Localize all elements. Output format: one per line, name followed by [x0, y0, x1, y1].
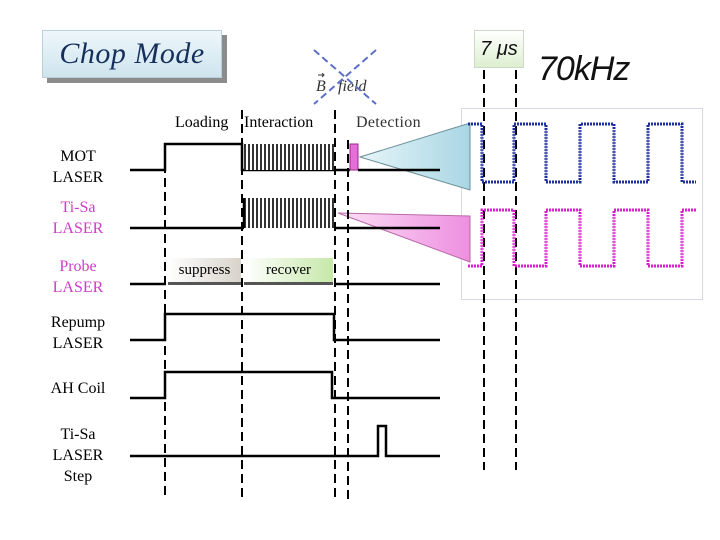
mot-laser-label-line2: LASER	[52, 169, 104, 186]
tisa-laser-waveform	[130, 198, 440, 230]
title-box: Chop Mode	[42, 30, 222, 78]
mot-laser-label: MOT LASER	[38, 146, 118, 188]
probe-laser-label-line1: Probe	[59, 258, 97, 275]
interaction-label: Interaction	[244, 114, 314, 131]
tisa-laser-label-line1: Ti-Sa	[60, 199, 96, 216]
oscilloscope-panel	[461, 108, 703, 300]
tisa-step-label-line2: LASER	[52, 447, 104, 464]
tisa-laser-label: Ti-Sa LASER	[38, 197, 118, 239]
ah-coil-waveform	[130, 370, 440, 400]
repump-laser-label: Repump LASER	[38, 312, 118, 354]
recover-box: recover	[244, 258, 333, 285]
frequency-label: 70kHz	[538, 50, 630, 88]
loading-label: Loading	[175, 114, 229, 131]
detection-pulse	[349, 143, 359, 171]
repump-laser-label-line2: LASER	[52, 335, 104, 352]
pink-zoom-wedge	[337, 212, 471, 263]
mot-chop-hatch	[244, 144, 334, 170]
tisa-step-label-line1: Ti-Sa	[60, 426, 96, 443]
mot-laser-label-line1: MOT	[60, 148, 96, 165]
mot-laser-waveform	[130, 142, 440, 172]
tisa-laser-label-line2: LASER	[52, 220, 104, 237]
cyan-zoom-wedge	[358, 122, 471, 191]
probe-laser-label: Probe LASER	[38, 256, 118, 298]
cross-out-icon	[313, 49, 377, 105]
tisa-step-label: Ti-Sa LASER Step	[38, 424, 118, 487]
b-field-symbol: B	[316, 78, 326, 95]
detection-label: Detection	[356, 114, 421, 131]
scope-blue-trace	[468, 122, 696, 184]
tisa-step-waveform	[130, 424, 440, 458]
page-title: Chop Mode	[59, 37, 205, 70]
suppress-box: suppress	[168, 258, 241, 285]
repump-laser-waveform	[130, 312, 440, 342]
scope-magenta-trace	[468, 208, 696, 268]
microseconds-label: 7 μs	[474, 30, 524, 68]
tisa-chop-hatch	[244, 198, 334, 228]
repump-laser-label-line1: Repump	[50, 314, 106, 331]
b-field-arrow-icon	[318, 68, 325, 78]
tisa-step-label-line3: Step	[63, 468, 93, 485]
ah-coil-label-line1: AH Coil	[50, 380, 106, 397]
ah-coil-label: AH Coil	[38, 378, 118, 399]
probe-laser-label-line2: LASER	[52, 279, 104, 296]
